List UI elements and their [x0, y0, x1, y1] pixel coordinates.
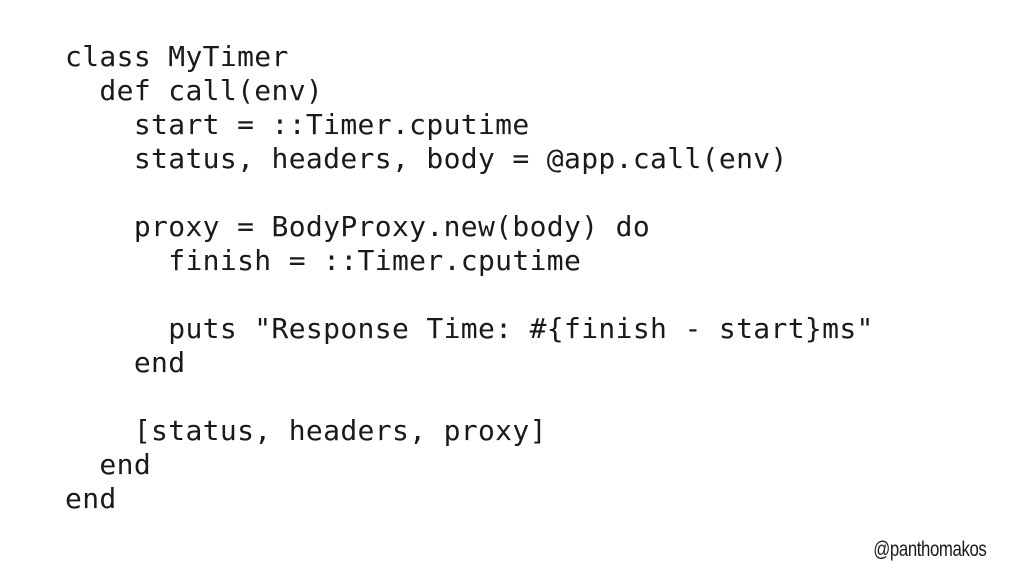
code-line — [65, 380, 874, 414]
code-line: proxy = BodyProxy.new(body) do — [65, 210, 651, 243]
code-line: puts "Response Time: #{finish - start}ms… — [65, 312, 874, 345]
code-line — [65, 278, 874, 312]
code-line: status, headers, body = @app.call(env) — [65, 142, 788, 175]
code-line: end — [65, 482, 117, 515]
code-line: class MyTimer — [65, 40, 289, 73]
code-line: end — [65, 346, 186, 379]
code-line: [status, headers, proxy] — [65, 414, 547, 447]
code-line: start = ::Timer.cputime — [65, 108, 530, 141]
code-block: class MyTimer def call(env) start = ::Ti… — [65, 40, 874, 516]
code-line: def call(env) — [65, 74, 324, 107]
author-handle: @panthomakos — [872, 538, 987, 561]
code-line — [65, 176, 874, 210]
code-line: finish = ::Timer.cputime — [65, 244, 582, 277]
code-line: end — [65, 448, 152, 481]
